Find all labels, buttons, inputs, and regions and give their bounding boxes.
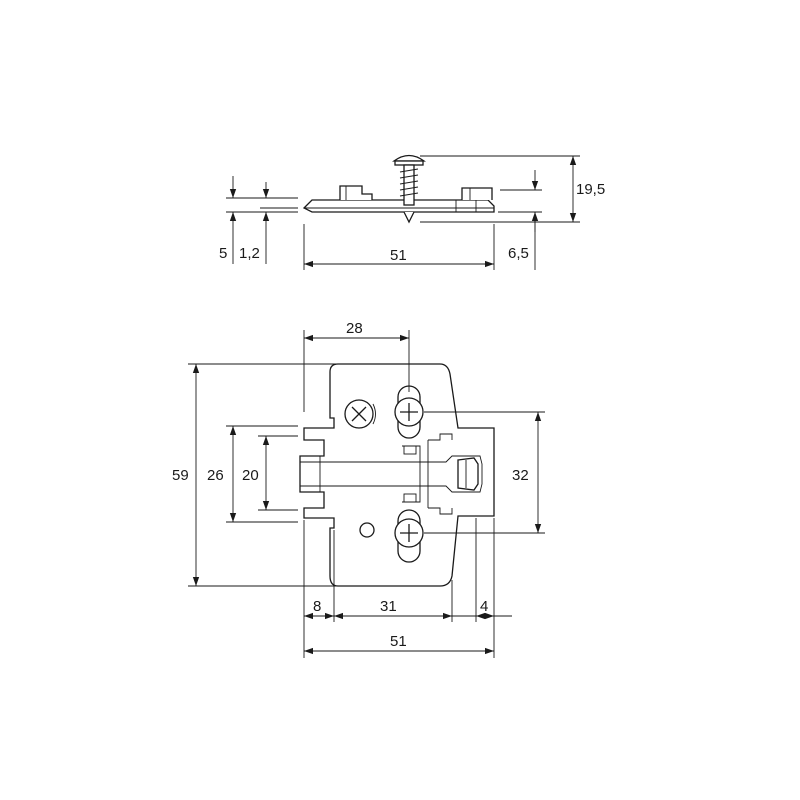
cross-screw-icon [344,399,376,429]
front-view: 28 59 26 20 32 8 31 4 [172,320,545,658]
side-view: 19,5 6,5 5 1,2 51 [219,154,605,270]
side-screw [392,154,426,224]
dim-side-width: 51 [390,247,407,264]
dim-front-hole-spacing: 26 [207,467,224,484]
side-plate-outline [302,199,495,213]
dim-front-slot: 20 [242,467,259,484]
mounting-hole [359,522,375,538]
dim-front-height: 59 [172,467,189,484]
dim-front-left: 8 [313,598,321,615]
dim-front-top: 28 [346,320,363,337]
dim-front-right: 4 [480,598,488,615]
dim-side-thickness: 5 [219,245,227,262]
phillips-screw-bottom-icon [394,509,424,563]
dim-front-middle: 31 [380,598,397,615]
dim-side-offset: 6,5 [508,245,529,262]
phillips-screw-top-icon [394,385,424,439]
dim-side-base: 1,2 [239,245,260,262]
dim-side-height: 19,5 [576,181,605,198]
dim-front-screw-spacing: 32 [512,467,529,484]
dim-front-width: 51 [390,633,407,650]
